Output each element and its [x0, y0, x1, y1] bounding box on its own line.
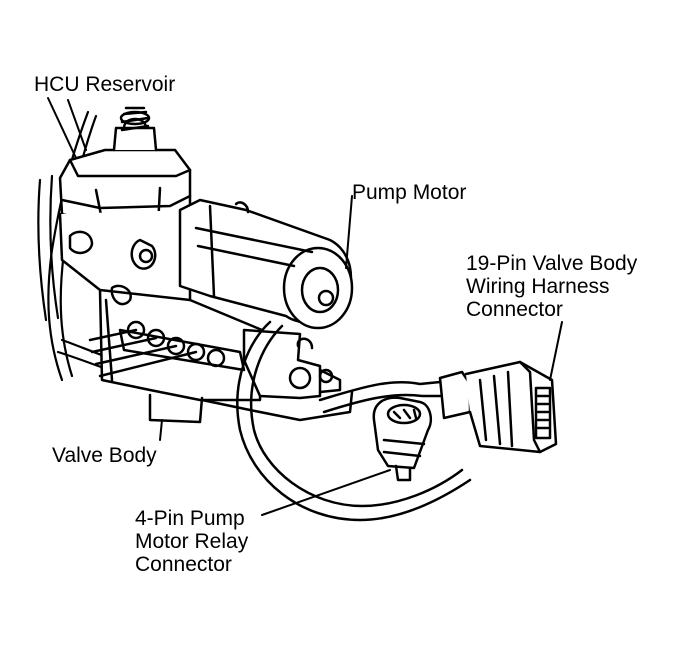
motor-bracket: [244, 330, 340, 398]
label-pump-motor: Pump Motor: [352, 181, 467, 204]
label-line: Motor Relay: [135, 530, 249, 553]
label-line: Connector: [466, 298, 563, 321]
label-line: Connector: [135, 553, 232, 576]
leader-lines: [48, 98, 562, 515]
label-line: 4-Pin Pump: [135, 507, 245, 530]
label-4-pin-relay-connector: 4-Pin Pump Motor Relay Connector: [135, 507, 248, 576]
pump-motor: [180, 200, 352, 328]
19-pin-harness-connector: [440, 362, 556, 452]
label-hcu-reservoir: HCU Reservoir: [34, 73, 176, 96]
pump-motor-wiring-harness: [237, 322, 470, 520]
4-pin-relay-connector: [374, 398, 431, 480]
hcu-reservoir: [60, 108, 190, 230]
label-valve-body: Valve Body: [52, 444, 157, 467]
label-line: Wiring Harness: [466, 275, 610, 298]
label-19-pin-harness-connector: 19-Pin Valve Body Wiring Harness Connect…: [466, 252, 637, 321]
label-line: 19-Pin Valve Body: [466, 252, 638, 275]
valve-body-fittings: [70, 232, 224, 376]
